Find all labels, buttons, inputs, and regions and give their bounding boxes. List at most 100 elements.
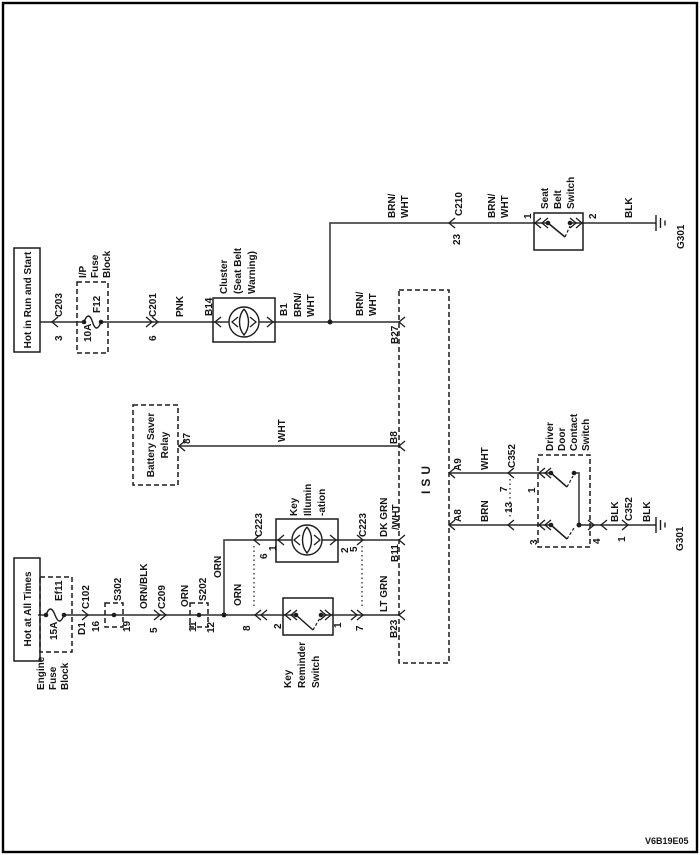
- isu-pin-a9: A9: [453, 458, 464, 471]
- fuse-icon: [81, 315, 104, 329]
- c352-connector-icon: [506, 467, 515, 479]
- ip-fuse-block-label-1: I/P: [78, 265, 89, 278]
- key-illumination-lamp: 1 Key Illumin -ation 2: [268, 484, 351, 563]
- pin-arrow-icon: [266, 316, 275, 328]
- junction-dot: [221, 612, 227, 618]
- pin-arrow-icon: [569, 217, 578, 229]
- pin-arrow-icon: [537, 519, 546, 531]
- wire-color-dkgrn: DK GRN: [379, 498, 390, 537]
- c223-connector-label: C223: [254, 513, 265, 537]
- c203-connector-icon: [50, 316, 59, 328]
- wire-color-brnwht: BRN/: [355, 291, 366, 316]
- seat-belt-switch-label-3: Switch: [566, 177, 577, 209]
- isu-pin-arrow-icon: [447, 467, 456, 479]
- isu-label: ISU: [419, 462, 433, 494]
- pin-arrow-icon: [540, 217, 549, 229]
- lamp-icon: [291, 524, 323, 556]
- seat-belt-switch-pin-2: 2: [588, 213, 599, 219]
- switch-contact-icon: [548, 522, 582, 540]
- c201-connector-icon: [145, 316, 154, 328]
- pin-arrow-icon: [319, 609, 328, 621]
- pin-arrow-icon: [543, 467, 552, 479]
- cluster-pin-b1: B1: [279, 303, 290, 316]
- lamp-pin-2: 2: [340, 547, 351, 553]
- ip-fuse-block-label-3: Block: [102, 250, 113, 278]
- c223-cavity: 8: [242, 625, 253, 631]
- reminder-switch-pin-2: 2: [273, 623, 284, 629]
- seat-belt-switch-pin-1: 1: [523, 213, 534, 219]
- lamp-label-2: Illumin: [303, 484, 314, 516]
- pin-arrow-icon: [249, 316, 258, 328]
- wires: [38, 222, 656, 616]
- power-run-start-label: Hot in Run and Start: [23, 251, 34, 348]
- lamp-pin-1: 1: [268, 545, 279, 551]
- wire-color-brnwht: BRN/: [387, 193, 398, 218]
- ground-icon: [655, 215, 666, 231]
- pin-arrow-icon: [313, 534, 322, 546]
- diagram-code: V6B19E05: [645, 836, 689, 846]
- lamp-label-3: -ation: [317, 489, 328, 516]
- cluster-label-1: Cluster: [219, 259, 230, 294]
- wire-color-pnk: PNK: [175, 295, 186, 317]
- c209-connector-icon: [159, 609, 168, 621]
- splice-cavity-out: 12: [206, 621, 217, 633]
- ground-label-g301: G301: [676, 224, 687, 249]
- door-switch-label-3: Contact: [569, 413, 580, 451]
- pin-arrow-icon: [587, 519, 596, 531]
- isu-module: ISU: [398, 289, 450, 664]
- pin-arrow-icon: [213, 316, 222, 328]
- splice-s202: S202 11 12: [188, 577, 217, 633]
- power-source-all-times: Hot at All Times: [13, 557, 41, 662]
- pin-arrow-icon: [283, 609, 292, 621]
- relay-label-1: Battery Saver: [146, 413, 157, 478]
- wire-color-brnwht: BRN/: [487, 193, 498, 218]
- fuse-id-label: F12: [92, 295, 103, 313]
- door-switch-pin-3: 3: [529, 539, 540, 545]
- battery-saver-relay: Battery Saver Relay 87: [132, 404, 193, 486]
- ground-icon: [655, 517, 666, 533]
- isu-pin-arrow-icon: [397, 316, 406, 328]
- wire-color-brnwht: WHT: [500, 195, 511, 218]
- c223-connector-icon: [350, 609, 359, 621]
- c223-connector-icon: [259, 609, 268, 621]
- relay-pin-87: 87: [182, 432, 193, 444]
- ip-fuse-block-label-2: Fuse: [90, 254, 101, 278]
- wire-color-blk: BLK: [610, 501, 621, 522]
- fuse-icon: [43, 608, 67, 622]
- driver-door-contact-switch: Driver Door Contact Switch 1 3 4: [527, 413, 603, 548]
- splice-dot: [196, 612, 202, 618]
- fuse-rating-label: 10A: [83, 324, 94, 342]
- wire-color-brnwht: WHT: [400, 195, 411, 218]
- c223-cavity: 5: [349, 546, 360, 552]
- power-all-times-label: Hot at All Times: [23, 571, 34, 646]
- cluster-label-2: (Seat Belt: [233, 247, 244, 294]
- c352-connector-label: C352: [507, 444, 518, 468]
- engine-fuse-block-label-2: Fuse: [48, 666, 59, 690]
- door-switch-pin-4: 4: [592, 538, 603, 544]
- c352-cavity-bottom: 13: [504, 501, 515, 513]
- switch-contact-icon: [548, 470, 577, 488]
- engine-fuse-block-label-3: Block: [60, 662, 71, 690]
- c223-cavity: 7: [355, 625, 366, 631]
- c223-connector-icon: [356, 534, 365, 546]
- c210-connector-label: C210: [454, 192, 465, 216]
- c352-connector-icon: [621, 519, 630, 531]
- wire-color-orn: ORN: [213, 556, 224, 578]
- isu-pin-arrow-icon: [397, 534, 406, 546]
- ip-fuse-block: I/P Fuse Block 10A F12: [76, 250, 113, 354]
- engine-fuse-block: 15A Ef11 Engine Fuse Block: [36, 576, 73, 690]
- c352-connector-icon: [506, 519, 515, 531]
- isu-pin-b27: B27: [390, 325, 401, 344]
- cluster-pin-b14: B14: [204, 297, 215, 316]
- wire-color-ornblk: ORN/BLK: [139, 563, 150, 609]
- c352-cavity-top: 7: [499, 486, 510, 492]
- c102-connector-icon: [81, 609, 90, 621]
- wire-color-blk: BLK: [642, 501, 653, 522]
- lamp-label-1: Key: [289, 497, 300, 516]
- reminder-switch-label-2: Reminder: [297, 642, 308, 688]
- splice-cavity-in: 11: [188, 621, 199, 632]
- c209-cavity: 5: [149, 627, 160, 633]
- cluster-label-3: Warning): [247, 251, 258, 294]
